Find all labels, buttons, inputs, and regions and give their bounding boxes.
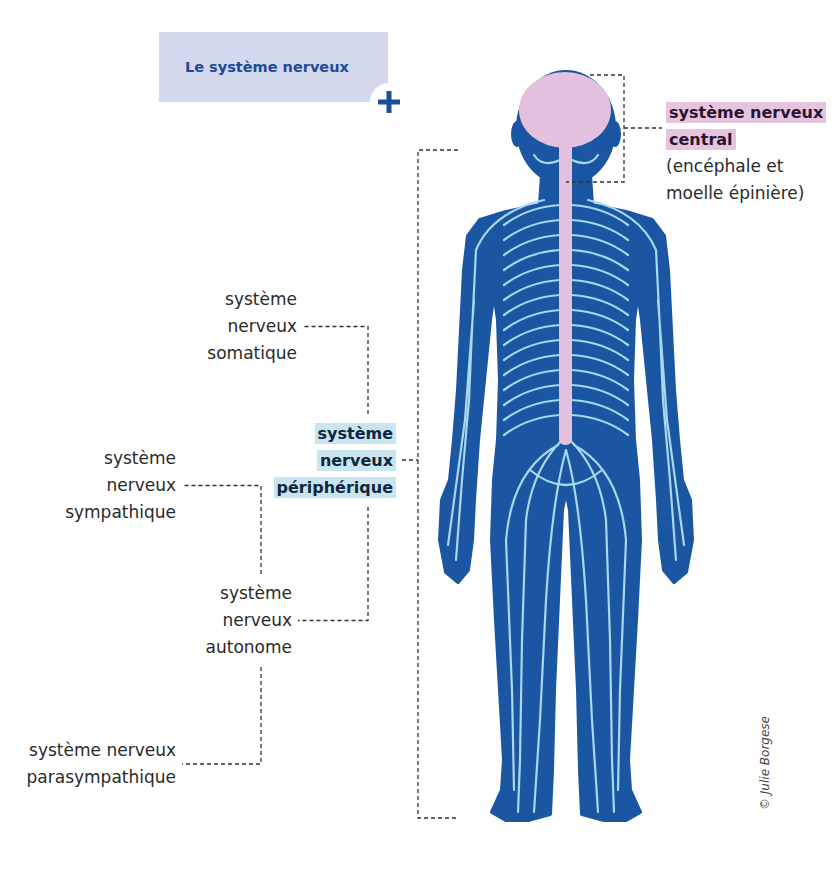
text-line: système nerveux périphérique [274, 420, 396, 501]
leader-line [624, 127, 662, 128]
watermark: © Julie Borgese [758, 716, 772, 810]
dashed-connector [303, 327, 368, 415]
plus-badge [370, 83, 408, 121]
label-node: système nerveux somatique [207, 286, 297, 367]
ear [609, 121, 621, 147]
node-label: système nerveux somatique [207, 286, 297, 367]
nerves [504, 205, 560, 435]
ear [511, 121, 523, 147]
plus-symbol [387, 91, 392, 113]
label-node: système nerveux autonome [206, 580, 292, 661]
node-label: système nerveux sympathique [65, 445, 176, 526]
text-line: système nerveux central [666, 99, 830, 153]
highlight-box: système nerveux central(encéphale et moe… [666, 99, 830, 207]
bracket-line [418, 150, 458, 818]
node-label: système nerveux parasympathique [27, 737, 176, 791]
dashed-connector [182, 667, 261, 764]
leader-line [402, 459, 418, 460]
node-label: (encéphale et moelle épinière) [666, 153, 830, 207]
nerves [572, 205, 628, 435]
title-panel [159, 32, 388, 102]
label-node: système nerveux sympathique [65, 445, 176, 526]
dashed-connector [182, 486, 261, 575]
bracket-line [566, 75, 624, 182]
dashed-connector [298, 507, 368, 621]
leg-nerves [506, 440, 626, 812]
title-box: Le système nerveux [159, 32, 388, 102]
node-label: système nerveux autonome [206, 580, 292, 661]
spinal-cord [559, 135, 572, 445]
title: Le système nerveux [185, 59, 349, 75]
highlight-box: système nerveux périphérique [274, 420, 396, 501]
highlighted-label: système nerveux périphérique [274, 423, 396, 498]
highlighted-label: système nerveux central [666, 102, 826, 150]
label-node: système nerveux parasympathique [27, 737, 176, 791]
